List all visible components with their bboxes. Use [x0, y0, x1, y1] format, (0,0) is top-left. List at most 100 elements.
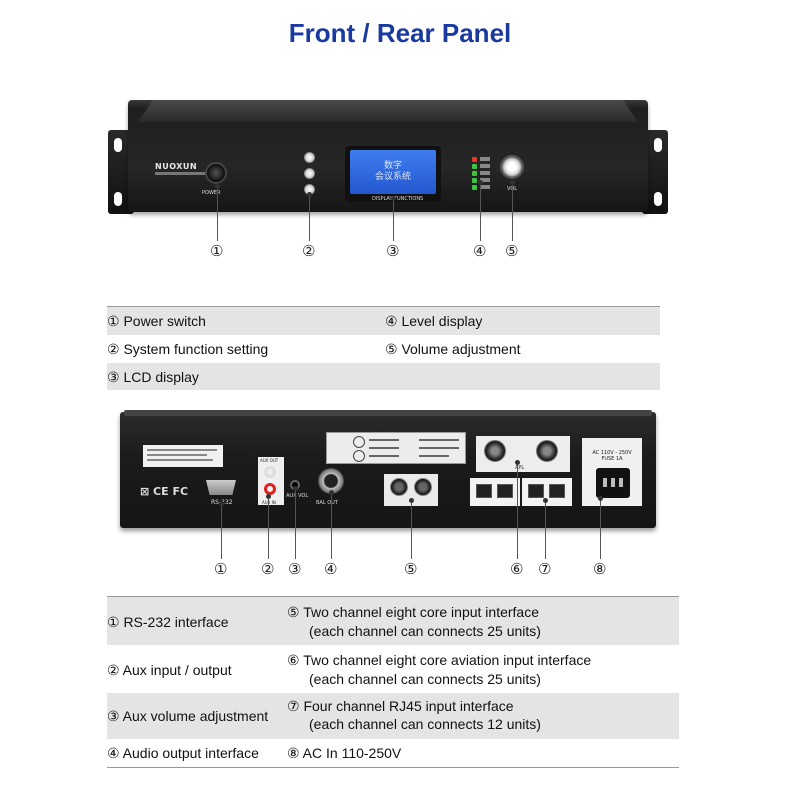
power-label: POWER [202, 190, 221, 196]
table-row: ③ Aux volume adjustment ⑦ Four channel R… [107, 693, 679, 739]
legend-item: ④ Audio output interface [107, 745, 259, 761]
table-row: ① RS-232 interface ⑤ Two channel eight c… [107, 597, 679, 645]
callout-line-r8 [598, 496, 603, 559]
table-row: ① Power switch ④ Level display [107, 307, 660, 335]
level-led [472, 164, 477, 169]
brand-subtitle [155, 172, 215, 175]
front-callout-1: ① [210, 242, 224, 260]
callout-line-r5 [409, 498, 414, 559]
table-row: ③ LCD display [107, 363, 660, 390]
bal-out-label: BAL OUT [316, 500, 338, 506]
eight-core-input-1 [390, 478, 408, 496]
legend-item: ② Aux input / output [107, 662, 232, 678]
rear-callout-7: ⑦ [538, 560, 552, 578]
ac-power-inlet [596, 468, 630, 498]
aviation-input-2 [536, 440, 558, 462]
level-led [472, 171, 477, 176]
xlr-output-jack [318, 468, 344, 494]
legend-item: ⑥ Two channel eight core aviation input … [287, 652, 592, 668]
power-switch [205, 162, 227, 184]
display-functions-label: DISPLAY FUNCTIONS [372, 196, 424, 202]
rear-callout-2: ② [261, 560, 275, 578]
legend-item-note: (each channel can connects 25 units) [309, 671, 541, 687]
front-chassis-top [138, 100, 638, 122]
callout-line-4 [478, 180, 483, 241]
rj45-port-3 [528, 484, 544, 498]
ac-label: AC 110V - 250V FUSE 1A [590, 450, 634, 462]
callout-line-r3 [293, 486, 298, 559]
function-button-up [304, 152, 315, 163]
level-led-label [480, 171, 490, 175]
legend-item: ① Power switch [107, 313, 206, 329]
aux-panel [258, 457, 284, 505]
legend-item: ⑤ Two channel eight core input interface [287, 604, 539, 620]
aux-in-rca-jack [264, 483, 276, 495]
rj45-port-4 [549, 484, 565, 498]
page-title: Front / Rear Panel [288, 18, 512, 48]
function-button-ok [304, 168, 315, 179]
rj45-port-2 [497, 484, 513, 498]
aviation-input-1 [484, 440, 506, 462]
rear-chassis-top [124, 410, 652, 416]
rear-chassis [120, 412, 656, 528]
callout-line-2 [307, 192, 312, 241]
legend-item: ④ Level display [385, 313, 483, 329]
front-callout-4: ④ [473, 242, 487, 260]
callout-line-r7 [543, 498, 548, 559]
rs232-port [206, 480, 236, 495]
table-row: ② Aux input / output ⑥ Two channel eight… [107, 645, 679, 693]
level-led-label [480, 164, 490, 168]
table-row: ④ Audio output interface ⑧ AC In 110-250… [107, 739, 679, 768]
callout-line-r4 [329, 490, 334, 559]
lcd-text-line2: 会议系统 [374, 171, 411, 181]
legend-item-note: (each channel can connects 25 units) [309, 623, 541, 639]
level-led [472, 178, 477, 183]
eight-core-input-2 [414, 478, 432, 496]
brand-logo: NUOXUN [155, 162, 198, 171]
callout-line-r1 [219, 501, 224, 559]
rear-callout-3: ③ [288, 560, 302, 578]
callout-line-5 [510, 180, 515, 241]
connection-info-panel [326, 432, 466, 464]
volume-knob [500, 155, 524, 179]
rear-callout-6: ⑥ [510, 560, 524, 578]
legend-item: ⑧ AC In 110-250V [287, 745, 402, 761]
legend-item: ③ LCD display [107, 369, 199, 385]
legend-item: ⑦ Four channel RJ45 input interface [287, 698, 514, 714]
apl-label: APL [515, 465, 525, 471]
rear-legend-table: ① RS-232 interface ⑤ Two channel eight c… [107, 596, 679, 768]
rear-callout-4: ④ [324, 560, 338, 578]
lcd-display: 数字 会议系统 [350, 150, 436, 194]
ac-label-line1: AC 110V - 250V [592, 450, 632, 456]
callout-line-3 [391, 196, 396, 241]
legend-item: ② System function setting [107, 341, 269, 357]
rj45-port-1 [476, 484, 492, 498]
lcd-text-line1: 数字 [383, 160, 402, 170]
legend-item: ⑤ Volume adjustment [385, 341, 521, 357]
warning-label [143, 445, 223, 467]
level-led [472, 157, 477, 162]
level-led-label [480, 185, 490, 189]
callout-line-1 [215, 184, 220, 241]
callout-line-r6 [515, 460, 520, 559]
level-led-label [480, 157, 490, 161]
level-led [472, 185, 477, 190]
front-callout-2: ② [302, 242, 316, 260]
certification-marks: ⊠ CE FC [140, 485, 189, 498]
table-row: ② System function setting ⑤ Volume adjus… [107, 335, 660, 363]
aux-vol-label: AUX VOL [286, 493, 309, 499]
front-callout-3: ③ [386, 242, 400, 260]
rear-callout-8: ⑧ [593, 560, 607, 578]
rear-callout-1: ① [214, 560, 228, 578]
legend-item: ① RS-232 interface [107, 614, 229, 630]
aux-out-rca-jack [264, 466, 276, 478]
callout-line-r2 [266, 494, 271, 559]
level-led-label [480, 178, 490, 182]
rear-callout-5: ⑤ [404, 560, 418, 578]
legend-item-note: (each channel can connects 12 units) [309, 716, 541, 732]
legend-item: ③ Aux volume adjustment [107, 708, 269, 724]
front-legend-table: ① Power switch ④ Level display ② System … [107, 306, 660, 390]
front-callout-5: ⑤ [505, 242, 519, 260]
aux-out-label: AUX OUT [260, 458, 279, 463]
ac-label-line2: FUSE 1A [601, 456, 623, 462]
